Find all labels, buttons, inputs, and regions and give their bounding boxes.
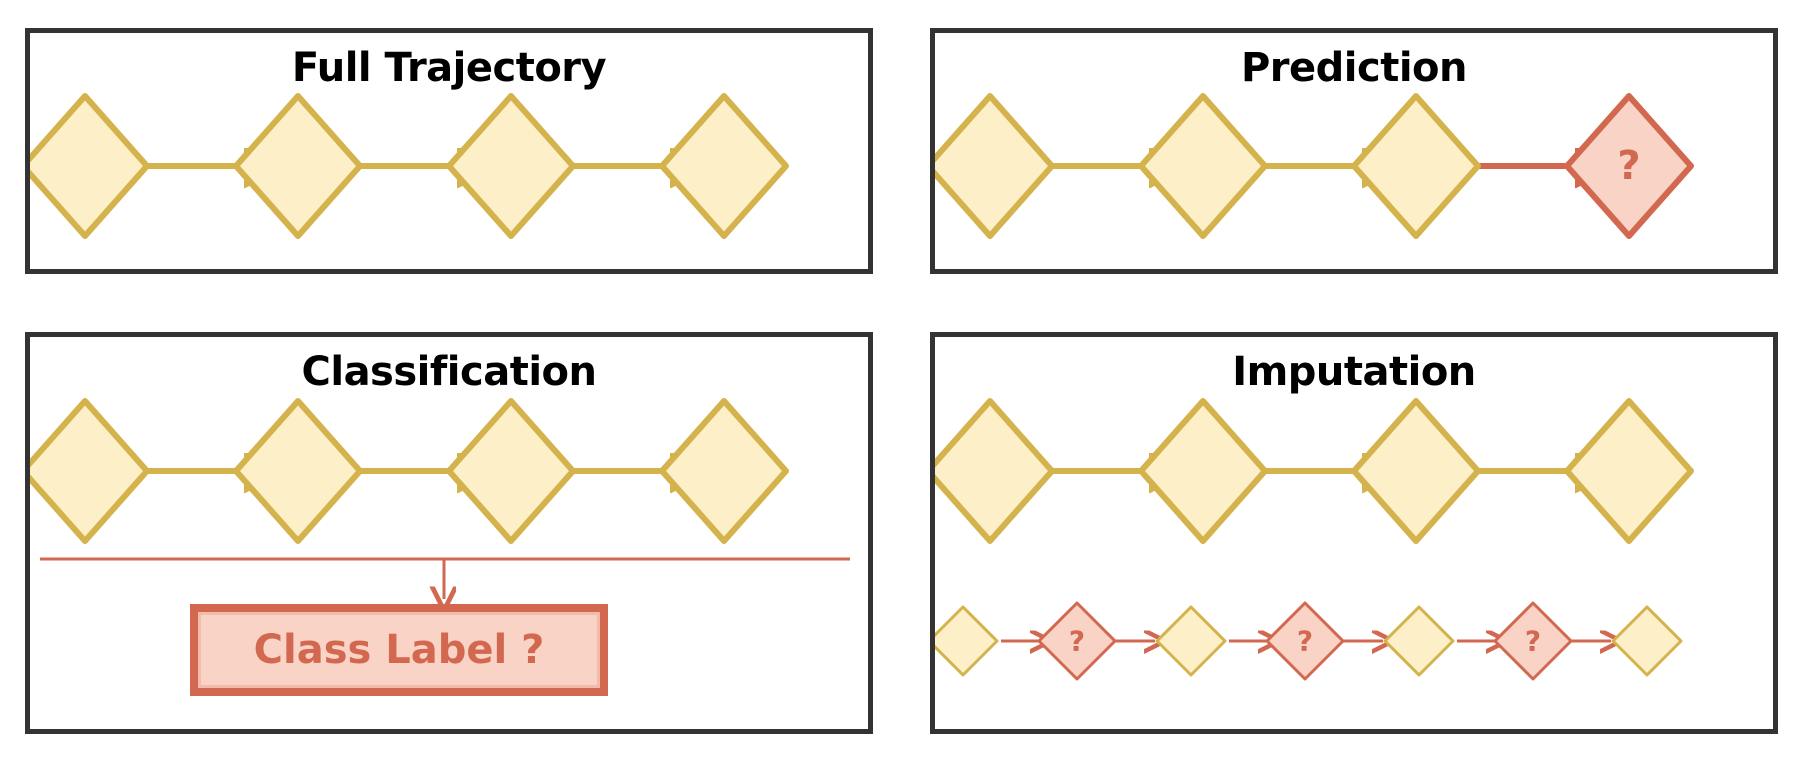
panel-classification: Classification: [25, 332, 873, 734]
unknown-node-label: ?: [1297, 625, 1313, 658]
trajectory-node[interactable]: [233, 93, 363, 239]
class-label-box[interactable]: Class Label ?: [190, 604, 608, 696]
node-group: [30, 398, 789, 544]
panel-title-imputation: Imputation: [1232, 349, 1476, 395]
unknown-node-label: ?: [1069, 625, 1085, 658]
node-group: [30, 93, 789, 239]
class-label-box-inner: Class Label ?: [198, 612, 600, 688]
unknown-node[interactable]: [1564, 93, 1694, 239]
trajectory-node[interactable]: [233, 398, 363, 544]
trajectory-node[interactable]: [935, 93, 1055, 239]
node-group: ?: [935, 93, 1694, 239]
prediction-chain: ?: [935, 93, 1694, 239]
imputation-bottom-row: ? ? ?: [935, 601, 1683, 681]
classification-chain: [30, 398, 850, 729]
trajectory-node[interactable]: [1351, 93, 1481, 239]
trajectory-node[interactable]: [446, 93, 576, 239]
trajectory-node[interactable]: [659, 93, 789, 239]
trajectory-node[interactable]: [659, 398, 789, 544]
classification-aggregation: [40, 557, 850, 599]
trajectory-node[interactable]: [30, 93, 150, 239]
node-group: [935, 398, 1694, 544]
panel-imputation: Imputation: [930, 332, 1778, 734]
unknown-node[interactable]: [1037, 601, 1117, 681]
trajectory-node[interactable]: [1155, 605, 1227, 677]
unknown-node-label: ?: [1617, 143, 1640, 189]
imputation-top-row: [935, 398, 1694, 544]
trajectory-node[interactable]: [1564, 398, 1694, 544]
panel-prediction: Prediction ?: [930, 28, 1778, 274]
trajectory-node[interactable]: [935, 605, 999, 677]
panel-title-prediction: Prediction: [1240, 45, 1468, 91]
unknown-node[interactable]: [1493, 601, 1573, 681]
imputation-chains: ? ? ?: [935, 398, 1694, 681]
node-group: ? ? ?: [935, 601, 1683, 681]
trajectory-node[interactable]: [1138, 398, 1268, 544]
trajectory-node[interactable]: [1383, 605, 1455, 677]
panel-title-full-trajectory: Full Trajectory: [291, 45, 607, 91]
panel-title-classification: Classification: [301, 349, 598, 395]
trajectory-node[interactable]: [1611, 605, 1683, 677]
unknown-node[interactable]: [1265, 601, 1345, 681]
class-label-text: Class Label ?: [253, 627, 545, 673]
unknown-node-label: ?: [1525, 625, 1541, 658]
trajectory-node[interactable]: [935, 398, 1055, 544]
trajectory-node[interactable]: [446, 398, 576, 544]
full-trajectory-chain: [30, 93, 789, 239]
trajectory-node[interactable]: [30, 398, 150, 544]
trajectory-node[interactable]: [1351, 398, 1481, 544]
trajectory-node[interactable]: [1138, 93, 1268, 239]
panel-full-trajectory: Full Trajectory: [25, 28, 873, 274]
